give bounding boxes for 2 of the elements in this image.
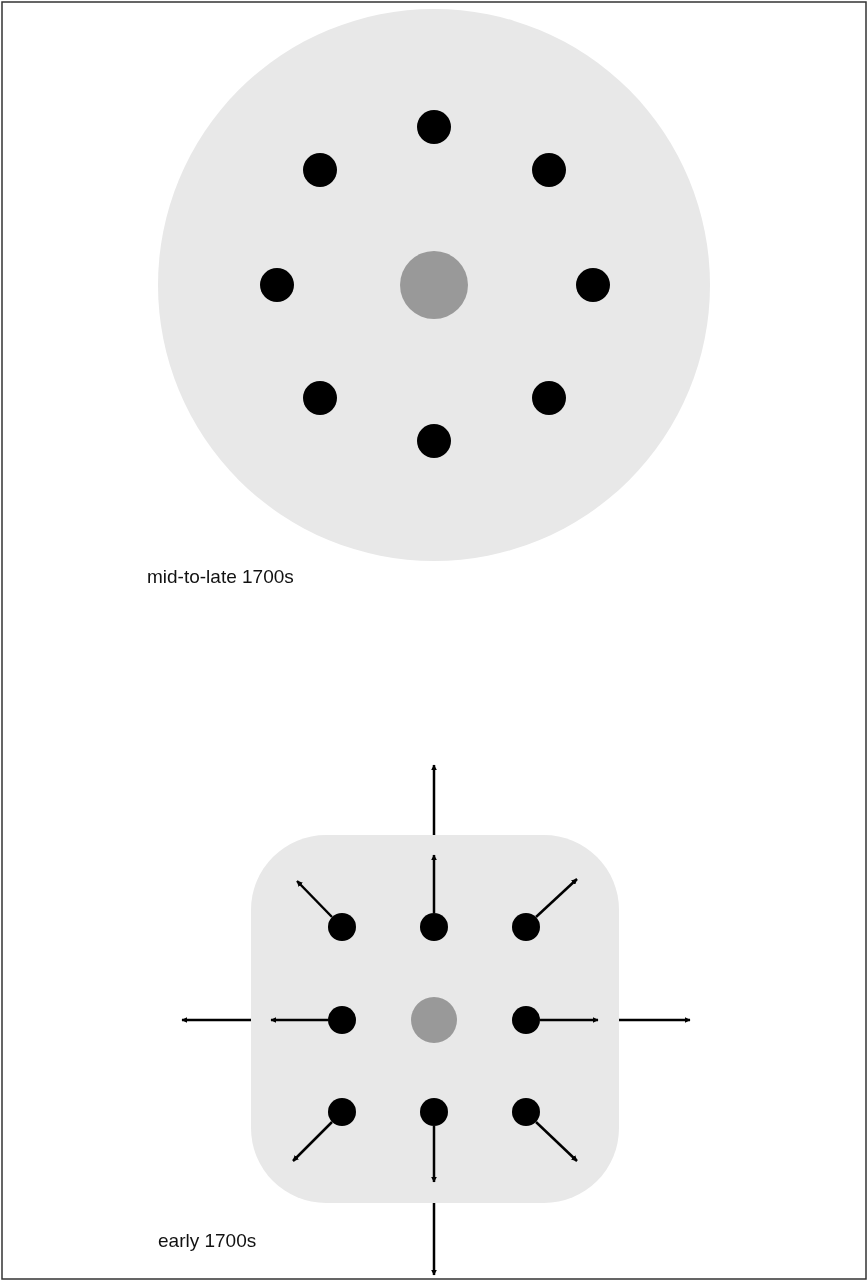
period-caption: early 1700s bbox=[158, 1230, 257, 1252]
period-caption: mid-to-late 1700s bbox=[147, 566, 294, 588]
